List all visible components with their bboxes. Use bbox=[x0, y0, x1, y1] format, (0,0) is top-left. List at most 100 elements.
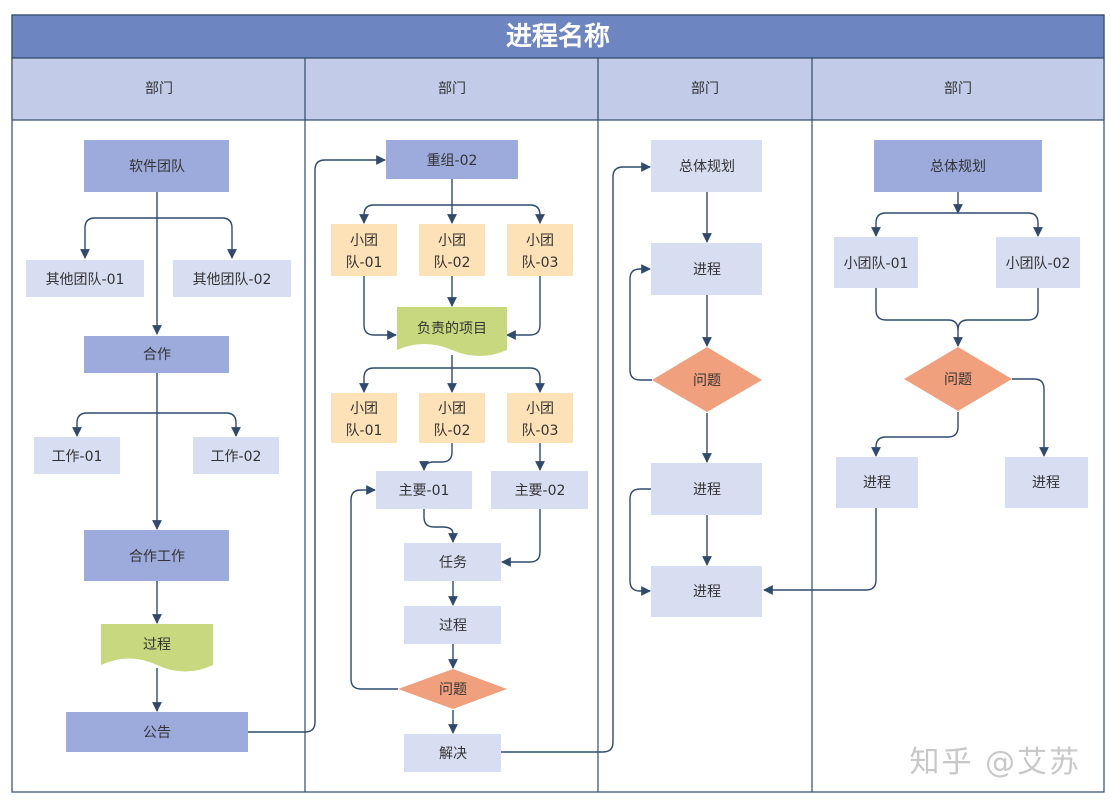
node-label: 问题 bbox=[439, 682, 467, 698]
node-progress bbox=[836, 457, 918, 508]
node-project-document bbox=[397, 307, 507, 356]
node-small-team-b2 bbox=[419, 393, 485, 443]
node-small-team-b1 bbox=[331, 393, 397, 443]
edge bbox=[501, 162, 651, 753]
node-label: 小团 bbox=[350, 401, 378, 417]
node-label: 过程 bbox=[143, 637, 171, 653]
node-small-team-b3 bbox=[507, 393, 573, 443]
node-label: 进程 bbox=[693, 482, 721, 498]
node-issue-decision bbox=[904, 347, 1012, 411]
node-progress bbox=[1005, 457, 1088, 508]
lane-header-row bbox=[11, 57, 1105, 121]
edge bbox=[871, 212, 958, 237]
node-coop-work bbox=[84, 530, 229, 581]
node-process bbox=[404, 606, 501, 644]
edge bbox=[452, 367, 545, 393]
node-label: 进程 bbox=[693, 584, 721, 600]
node-label: 软件团队 bbox=[129, 159, 185, 175]
node-label: 总体规划 bbox=[930, 159, 986, 175]
node-label: 主要-01 bbox=[399, 483, 450, 499]
node-label: 队-01 bbox=[346, 423, 383, 439]
node-label: 过程 bbox=[439, 618, 467, 634]
node-label: 重组-02 bbox=[427, 153, 478, 169]
edge bbox=[72, 412, 157, 437]
node-resolve bbox=[404, 734, 501, 772]
node-small-team-a1 bbox=[331, 224, 397, 276]
edge bbox=[501, 509, 541, 567]
edge bbox=[506, 276, 541, 340]
node-label: 合作 bbox=[143, 347, 171, 363]
node-other-team-01 bbox=[26, 260, 144, 297]
edge bbox=[423, 509, 458, 543]
edge bbox=[1012, 378, 1049, 457]
node-label: 问题 bbox=[944, 372, 972, 388]
node-label: 小团队-02 bbox=[1006, 256, 1071, 272]
edge bbox=[359, 367, 452, 393]
lane-header-1: 部门 bbox=[145, 81, 173, 97]
edge bbox=[629, 264, 652, 381]
edge bbox=[363, 276, 397, 340]
node-small-team-02 bbox=[996, 237, 1080, 288]
node-small-team-a2 bbox=[419, 224, 485, 276]
node-label: 队-01 bbox=[346, 255, 383, 271]
node-label: 合作工作 bbox=[129, 549, 185, 565]
node-major-01 bbox=[376, 471, 472, 509]
edge bbox=[629, 488, 652, 596]
edge bbox=[419, 443, 453, 471]
node-label: 其他团队-01 bbox=[46, 272, 125, 288]
node-label: 公告 bbox=[143, 725, 171, 741]
node-other-team-02 bbox=[173, 260, 291, 297]
node-progress bbox=[651, 566, 762, 617]
node-label: 队-02 bbox=[434, 255, 471, 271]
node-label: 总体规划 bbox=[679, 159, 735, 175]
edge bbox=[957, 288, 1039, 331]
node-cooperate bbox=[84, 336, 229, 373]
edge bbox=[763, 508, 877, 595]
node-task bbox=[404, 543, 501, 581]
edge bbox=[452, 204, 545, 224]
node-overall-plan bbox=[874, 140, 1042, 192]
node-progress bbox=[651, 463, 762, 515]
title-bar bbox=[11, 14, 1105, 59]
node-label: 队-03 bbox=[522, 423, 559, 439]
node-label: 小团 bbox=[526, 401, 554, 417]
node-label: 小团 bbox=[438, 401, 466, 417]
edge bbox=[958, 212, 1043, 237]
node-label: 进程 bbox=[863, 475, 891, 491]
node-progress bbox=[651, 243, 762, 295]
node-small-team-01 bbox=[834, 237, 918, 288]
node-label: 工作-02 bbox=[211, 449, 262, 465]
node-label: 队-02 bbox=[434, 423, 471, 439]
node-reorg-02 bbox=[386, 140, 518, 179]
node-issue-decision bbox=[398, 669, 507, 709]
edge bbox=[157, 412, 241, 437]
node-software-team bbox=[84, 140, 229, 192]
edge bbox=[875, 288, 963, 347]
watermark: 知乎 @艾苏 bbox=[909, 745, 1081, 780]
edge bbox=[350, 485, 398, 690]
node-work-01 bbox=[34, 437, 120, 474]
node-work-02 bbox=[193, 437, 279, 474]
node-label: 进程 bbox=[1032, 475, 1060, 491]
page-title: 进程名称 bbox=[506, 21, 610, 52]
node-overall-plan bbox=[651, 140, 762, 192]
node-label: 队-03 bbox=[522, 255, 559, 271]
node-announce bbox=[66, 712, 248, 752]
node-label: 主要-02 bbox=[515, 483, 566, 499]
node-label: 其他团队-02 bbox=[193, 272, 272, 288]
lane-header-2: 部门 bbox=[438, 81, 466, 97]
edge bbox=[359, 204, 452, 224]
node-label: 小团队-01 bbox=[844, 256, 909, 272]
node-label: 解决 bbox=[439, 746, 467, 762]
node-label: 问题 bbox=[693, 373, 721, 389]
node-label: 小团 bbox=[350, 233, 378, 249]
node-small-team-a3 bbox=[507, 224, 573, 276]
node-label: 任务 bbox=[439, 555, 467, 571]
node-label: 工作-01 bbox=[52, 449, 103, 465]
node-label: 进程 bbox=[693, 262, 721, 278]
node-issue-decision bbox=[652, 347, 762, 412]
node-process-document bbox=[101, 624, 213, 672]
edge bbox=[80, 217, 157, 259]
edge bbox=[157, 217, 237, 259]
lane-header-4: 部门 bbox=[944, 81, 972, 97]
